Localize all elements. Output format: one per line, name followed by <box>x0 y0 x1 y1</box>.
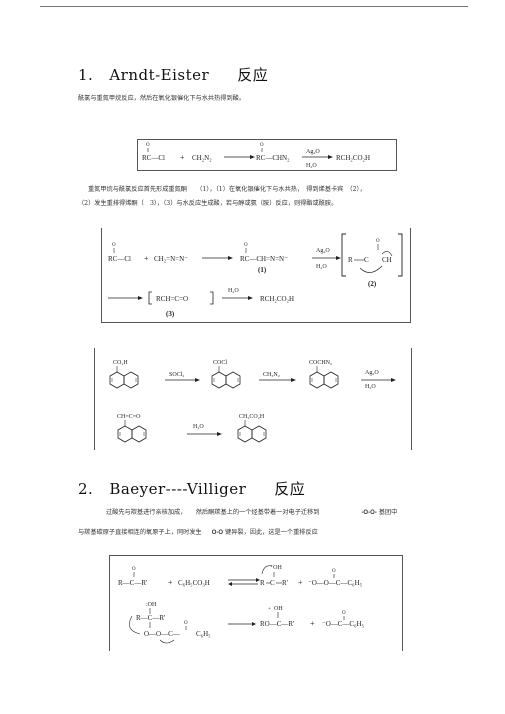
section-1-number: 1. <box>78 66 94 84</box>
svg-text:O: O <box>184 621 188 626</box>
scheme-3-ketene-group: CH=C=O <box>117 414 141 420</box>
scheme-3-reagent-3: Ag₂O <box>365 370 379 376</box>
scheme-4-ketone: R—C—R' <box>118 579 147 587</box>
section-2-body-line-1b: -O-O- <box>361 510 377 516</box>
section-2-body-line-2b: O-O <box>211 530 224 536</box>
svg-text:O: O <box>342 611 346 616</box>
section-2-body-line-2a: 与羰基碳原子直接相连的氧原子上，同时发生 <box>78 529 202 536</box>
scheme-2-ketene: RCH=C=O <box>156 295 188 303</box>
scheme-2-label-3: (3) <box>166 310 175 318</box>
section-2-name: Baeyer----Villiger <box>109 480 247 498</box>
svg-text:O: O <box>146 143 150 148</box>
scheme-3-acyl-group: COCl <box>213 360 227 366</box>
scheme-4-diagram: O R—C—R' + C₆H₅CO₃H ⁺OH R C R' + O ⁻O—O—… <box>118 564 365 644</box>
svg-text:R: R <box>348 256 353 264</box>
section-2-title: 2. Baeyer----Villiger 反应 <box>78 478 305 499</box>
section-2-number: 2. <box>78 480 94 498</box>
section-1-intro: 酰氯与重氮甲烷反应，然后在氧化银催化下与水共热得到酸。 <box>78 95 246 102</box>
section-2-body-line-2: 与羰基碳原子直接相连的氧原子上，同时发生 O-O 键异裂，因此，这是一个重排反应 <box>78 527 318 539</box>
scheme-4-r-prime: R' <box>282 579 288 587</box>
scheme-3-acid-group: CO₂H <box>113 360 128 366</box>
scheme-2-diazoketone: RC—CH=N=N⁻ <box>240 255 288 263</box>
section-1-body-line-2: （2）发生重排得烯酮（ 3），（3）与水反应生成酸，若与醇或氨（胺）反应，则得酯… <box>78 200 338 207</box>
svg-text:O—O—C—: O—O—C— <box>144 630 181 638</box>
scheme-3-box: CO₂H SOCl₂ COCl CH₃N₂ COCHN₂ Ag₂O H₂O CH… <box>94 348 412 450</box>
svg-text:CH: CH <box>382 256 392 264</box>
svg-text:+: + <box>144 254 149 263</box>
section-1-name: Arndt-Eister <box>109 66 210 84</box>
svg-text:O: O <box>112 243 116 248</box>
section-1-suffix: 反应 <box>237 66 269 84</box>
scheme-4-peracid: C₆H₅CO₃H <box>178 579 210 587</box>
scheme-4-r-left: R <box>260 579 265 587</box>
scheme-1-acyl: RC—Cl <box>142 154 165 162</box>
scheme-1-reagent: Ag₂O <box>306 149 320 155</box>
svg-text:+: + <box>298 578 303 587</box>
scheme-1-water: H₂O <box>306 163 317 169</box>
scheme-3-water: H₂O <box>365 384 376 390</box>
svg-text:O: O <box>132 567 136 572</box>
section-2-suffix: 反应 <box>274 480 306 498</box>
section-2-body-line-2c: 键异裂，因此，这是一个重排反应 <box>225 529 318 536</box>
scheme-2-diagram: O RC—Cl + CH₂=N=N⁻ O RC—CH=N=N⁻ (1) Ag₂O… <box>108 233 403 318</box>
svg-text:O: O <box>260 143 264 148</box>
scheme-2-water: H₂O <box>316 264 327 270</box>
svg-text:O: O <box>244 243 248 248</box>
scheme-1-product: RCH₂CO₂H <box>336 154 370 162</box>
top-rule <box>40 6 468 7</box>
scheme-2-acyl: RC—Cl <box>108 255 131 263</box>
svg-text:+: + <box>310 619 315 628</box>
scheme-4-c6h5: C₆H₅ <box>196 630 211 638</box>
scheme-3-reagent-1: SOCl₂ <box>169 372 184 378</box>
scheme-2-water-2: H₂O <box>228 288 239 294</box>
svg-text:R—C—R': R—C—R' <box>136 614 165 622</box>
scheme-2-label-2: (2) <box>368 280 377 288</box>
scheme-3-product-group: CH₂CO₂H <box>239 414 265 420</box>
scheme-1-diazoketone: RC—CHN₂ <box>256 154 290 162</box>
section-1-title: 1. Arndt-Eister 反应 <box>78 64 268 85</box>
scheme-1-box: O RC—Cl + CH₂N₂ O RC—CHN₂ Ag₂O H₂O RCH₂C… <box>137 139 397 171</box>
scheme-4-product-ester: RO—C—R' <box>260 620 294 628</box>
svg-text:+: + <box>180 153 185 162</box>
scheme-3-reagent-2: CH₃N₂ <box>263 372 280 378</box>
svg-text:C: C <box>364 256 369 264</box>
scheme-4-benzoate: ⁻O—C—C₆H₅ <box>322 620 365 628</box>
section-1-body-line-1: 重氮甲烷与酰氯反应首先形成重氮酮 （1），（1）在氧化银催化下与水共热， 得到烯… <box>88 186 366 193</box>
scheme-2-diazo: CH₂=N=N⁻ <box>154 255 188 263</box>
scheme-1-diagram: O RC—Cl + CH₂N₂ O RC—CHN₂ Ag₂O H₂O RCH₂C… <box>142 143 370 169</box>
section-2-body-line-1: 过酸先与羰基进行亲核加成， 然后酮羰基上的一个烃基带着一对电子迁移到 -O-O-… <box>106 507 397 519</box>
scheme-1-diazomethane: CH₂N₂ <box>192 154 212 162</box>
scheme-3-diazo-group: COCHN₂ <box>309 360 332 366</box>
scheme-2-box: O RC—Cl + CH₂=N=N⁻ O RC—CH=N=N⁻ (1) Ag₂O… <box>101 228 411 323</box>
scheme-4-oh: OH <box>274 606 283 612</box>
svg-text:+: + <box>268 607 271 612</box>
svg-text:+: + <box>168 578 173 587</box>
scheme-3-water-2: H₂O <box>193 424 204 430</box>
scheme-4-box: O R—C—R' + C₆H₅CO₃H ⁺OH R C R' + O ⁻O—O—… <box>109 555 403 651</box>
svg-text::OH: :OH <box>146 602 157 608</box>
scheme-4-anion: ⁻O—O—C—C₆H₅ <box>308 579 363 587</box>
scheme-2-product: RCH₂CO₂H <box>260 295 294 303</box>
scheme-2-label-1: (1) <box>258 266 267 274</box>
section-2-body-line-1a: 过酸先与羰基进行亲核加成， 然后酮羰基上的一个烃基带着一对电子迁移到 <box>106 509 320 516</box>
section-2-body-line-1c: 基团中 <box>378 509 398 516</box>
svg-text:O: O <box>376 239 380 244</box>
scheme-3-diagram: CO₂H SOCl₂ COCl CH₃N₂ COCHN₂ Ag₂O H₂O CH… <box>109 360 396 443</box>
scheme-4-oh-plus: ⁺OH <box>270 564 283 571</box>
scheme-2-reagent: Ag₂O <box>316 248 330 254</box>
svg-text:O: O <box>332 569 336 574</box>
svg-text:C: C <box>270 579 275 587</box>
